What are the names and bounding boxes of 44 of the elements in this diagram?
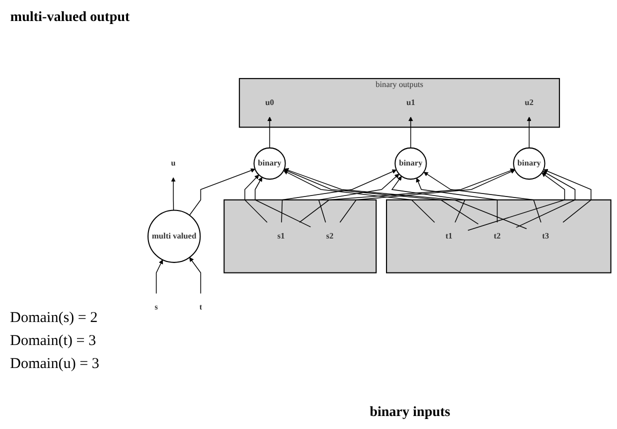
arrow (318, 174, 400, 223)
arrow (408, 116, 413, 148)
arrow (284, 169, 479, 224)
node-circle: binary (254, 147, 286, 180)
node-text: s1 (277, 232, 285, 240)
domain-note: Domain(t) = 3 (10, 333, 97, 350)
arrow (391, 176, 466, 223)
node-circle: binary (513, 147, 546, 180)
domain-note: Domain(u) = 3 (10, 356, 100, 373)
arrow (283, 170, 435, 223)
arrow (244, 174, 268, 223)
node-text: s (154, 302, 158, 312)
node-text: s2 (326, 232, 334, 240)
arrow (189, 257, 202, 294)
cluster (224, 199, 377, 274)
arrow (416, 178, 498, 223)
arrow (189, 168, 256, 216)
node-text: t2 (494, 232, 501, 240)
cluster (386, 199, 612, 274)
arrow (299, 168, 515, 223)
arrow (284, 168, 527, 230)
arrow (156, 260, 163, 294)
node-text: u2 (524, 98, 534, 108)
arrow (171, 177, 176, 211)
node-text: u0 (265, 98, 274, 108)
node-text: t (199, 302, 202, 312)
node-circle: multi valued (148, 210, 201, 263)
node-text: t1 (445, 232, 452, 240)
node-circle: binary (394, 147, 427, 180)
arrow (254, 176, 312, 228)
node-text: u1 (406, 98, 416, 108)
arrow (267, 116, 272, 148)
node-text: t3 (542, 232, 550, 240)
arrow (281, 169, 397, 223)
node-text: u (171, 158, 176, 168)
domain-note: Domain(s) = 2 (10, 310, 99, 327)
arrow (424, 172, 542, 223)
heading-text: multi-valued output (10, 10, 130, 26)
arrow (516, 171, 576, 228)
heading-text: binary inputs (368, 405, 452, 421)
arrow (526, 116, 532, 148)
arrow (543, 169, 592, 223)
arrow (340, 170, 516, 223)
arrow (468, 172, 566, 231)
